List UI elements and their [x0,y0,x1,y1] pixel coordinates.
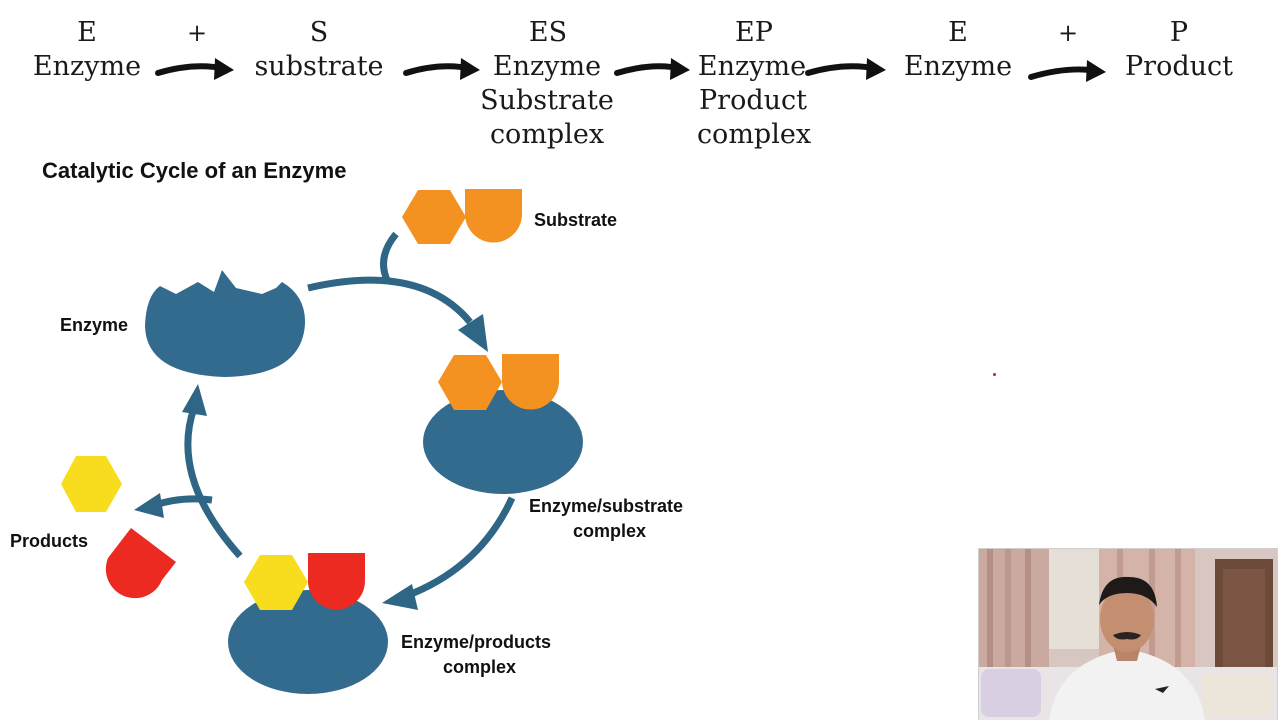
cycle-arrow-binding-icon [307,231,488,352]
cycle-arrow-release-icon [134,384,243,559]
label-ep-line1: Enzyme [697,51,807,82]
cycle-arrow-catalysis-icon [382,496,516,610]
label-free-enzyme: Enzyme [60,315,129,335]
reaction-arrow-icon [1028,60,1106,82]
label-es-line3: complex [489,119,605,150]
substrate-shield-icon [465,189,522,243]
pointer-dot [993,373,996,376]
label-es-line2: Substrate [480,85,614,116]
released-products [61,456,176,599]
symbol-es: ES [528,17,568,48]
reaction-arrow-icon [155,58,234,80]
symbol-s: S [309,17,329,48]
product-shield-icon [105,528,176,599]
label-products: Products [10,531,89,551]
label-es-complex-line2: complex [573,521,647,541]
label-ep-complex-line1: Enzyme/products [401,632,552,652]
reaction-arrow-icon [614,58,690,80]
label-enzyme: Enzyme [32,51,142,82]
cycle-arrows [134,231,516,610]
presenter-webcam [978,548,1278,720]
label-enzyme-2: Enzyme [903,51,1013,82]
substrate-hexagon-icon [402,190,466,244]
symbol-plus-2: + [1057,19,1079,47]
reaction-arrow-icon [403,58,480,80]
symbol-e-2: E [948,17,968,48]
product-shield-icon [308,553,365,610]
label-ep-line3: complex [696,119,812,150]
product-hexagon-icon [61,456,122,512]
label-es-line1: Enzyme [492,51,602,82]
product-hexagon-icon [244,555,308,610]
label-es-complex-line1: Enzyme/substrate [529,496,684,516]
substrate-hexagon-icon [438,355,502,410]
label-substrate: substrate [254,51,384,82]
symbol-ep: EP [735,17,773,48]
substrate-shield-icon [502,354,559,410]
enzyme-shape [145,270,306,377]
enzyme-products-complex [228,553,388,694]
reaction-arrow-icon [805,58,886,80]
equation-arrows [155,58,1106,82]
label-ep-line2: Product [699,85,807,116]
symbol-e: E [77,17,97,48]
label-product: Product [1125,51,1233,82]
symbol-p: P [1169,17,1189,48]
label-substrate-molecule: Substrate [534,210,618,230]
diagram-title: Catalytic Cycle of an Enzyme [42,158,347,183]
enzyme-substrate-complex [423,354,583,494]
label-ep-complex-line2: complex [443,657,517,677]
presenter-webcam-icon [979,549,1277,720]
symbol-plus: + [186,19,208,47]
substrate-molecules [402,189,522,244]
